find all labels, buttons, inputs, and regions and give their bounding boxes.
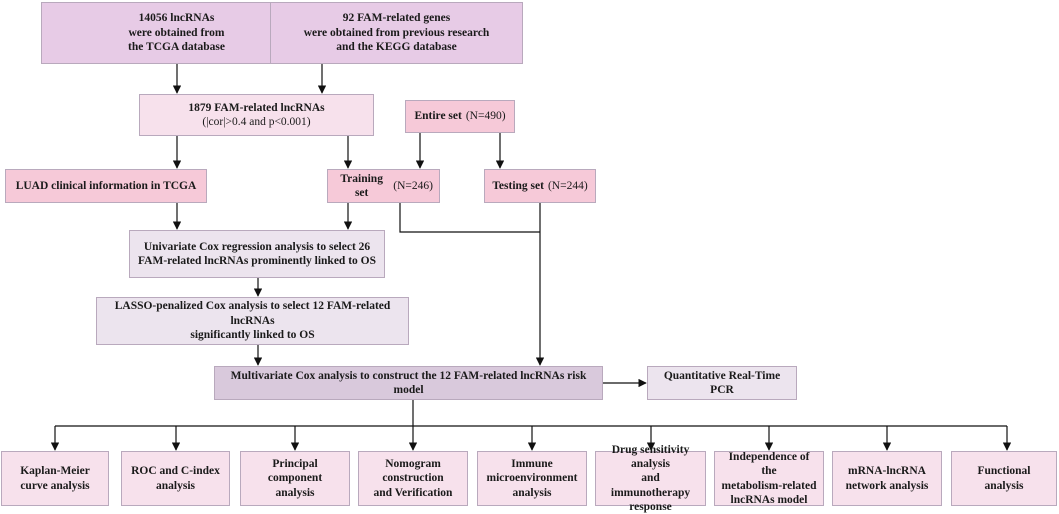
node-immune-line3: analysis: [512, 486, 552, 499]
node-mrna-line1: mRNA-lncRNA: [848, 465, 926, 478]
node-fam-lncrnas: 1879 FAM-related lncRNAs (|cor|>0.4 and …: [139, 94, 374, 136]
node-roc: ROC and C-index analysis: [121, 451, 230, 506]
node-fam-genes-line2: were obtained from previous research: [303, 26, 490, 39]
node-training-set-count: (N=246): [393, 179, 433, 192]
node-roc-line2: analysis: [156, 479, 195, 492]
node-km: Kaplan-Meier curve analysis: [1, 451, 109, 506]
node-pca-line2: analysis: [275, 486, 315, 499]
node-independence: Independence of the metabolism-related l…: [714, 451, 824, 506]
node-immune: Immune microenvironment analysis: [477, 451, 587, 506]
node-independence-line3: lncRNAs model: [730, 493, 808, 506]
node-nomogram: Nomogram construction and Verification: [358, 451, 468, 506]
node-km-line2: curve analysis: [20, 479, 90, 492]
node-fam-lncrnas-criteria: (|cor|>0.4 and p<0.001): [202, 116, 311, 128]
node-qpcr-label: Quantitative Real-Time PCR: [663, 369, 781, 396]
node-nomogram-line2: and Verification: [373, 486, 453, 499]
node-testing-set: Testing set (N=244): [484, 169, 596, 203]
node-entire-set-label: Entire set: [414, 110, 462, 123]
node-fam-genes-line1: 92 FAM-related genes: [342, 12, 451, 25]
node-entire-set: Entire set (N=490): [405, 100, 515, 133]
node-testing-set-label: Testing set: [492, 179, 544, 192]
node-multivariate: Multivariate Cox analysis to construct t…: [214, 366, 603, 400]
node-functional-line1: Functional: [977, 465, 1031, 478]
node-functional: Functional analysis: [951, 451, 1057, 506]
node-fam-lncrnas-title: 1879 FAM-related lncRNAs: [188, 101, 325, 114]
node-entire-set-count: (N=490): [465, 110, 506, 123]
node-training-set: Training set (N=246): [327, 169, 440, 203]
node-km-line1: Kaplan-Meier: [20, 465, 90, 478]
node-functional-line2: analysis: [984, 479, 1024, 492]
node-independence-line1: Independence of the: [728, 450, 810, 478]
node-mrna-line2: network analysis: [845, 479, 929, 492]
node-training-set-label: Training set: [340, 172, 383, 199]
node-luad-clinical: LUAD clinical information in TCGA: [5, 169, 207, 203]
node-testing-set-count: (N=244): [547, 179, 588, 192]
node-multivariate-label: Multivariate Cox analysis to construct t…: [230, 369, 587, 396]
node-roc-line1: ROC and C-index: [131, 465, 220, 478]
node-luad-clinical-label: LUAD clinical information in TCGA: [15, 179, 197, 192]
node-drug-line2: and immunotherapy: [610, 472, 691, 499]
node-drug-line3: response: [629, 501, 672, 514]
node-univariate: Univariate Cox regression analysis to se…: [129, 230, 385, 278]
node-mrna: mRNA-lncRNA network analysis: [832, 451, 942, 506]
node-pca-line1: Principal component: [267, 457, 323, 485]
node-immune-line1: Immune: [511, 457, 553, 470]
node-drug: Drug sensitivity analysis and immunother…: [595, 444, 706, 513]
node-lasso-line1: LASSO-penalized Cox analysis to select 1…: [114, 300, 391, 327]
node-lasso-line2: significantly linked to OS: [190, 329, 315, 342]
node-fam-genes-line3: and the KEGG database: [336, 41, 457, 54]
node-qpcr: Quantitative Real-Time PCR: [647, 366, 797, 400]
node-immune-line2: microenvironment: [486, 472, 578, 485]
node-lncrnas-tcga-line3: the TCGA database: [128, 41, 225, 54]
node-lncrnas-tcga-line1: 14056 lncRNAs: [138, 12, 215, 25]
node-lasso: LASSO-penalized Cox analysis to select 1…: [96, 297, 409, 345]
node-pca: Principal component analysis: [240, 451, 350, 506]
connector-training-testing: [399, 203, 540, 233]
node-univariate-line2: FAM-related lncRNAs prominently linked t…: [138, 255, 376, 267]
node-independence-line2: metabolism-related: [721, 479, 817, 492]
node-nomogram-line1: Nomogram construction: [382, 457, 444, 485]
node-lncrnas-tcga-line2: were obtained from: [128, 26, 225, 39]
node-lncrnas-tcga: 14056 lncRNAs were obtained from the TCG…: [41, 2, 312, 64]
node-univariate-line1: Univariate Cox regression analysis to se…: [143, 240, 371, 253]
node-fam-genes: 92 FAM-related genes were obtained from …: [270, 2, 523, 64]
node-drug-line1: Drug sensitivity analysis: [611, 443, 690, 470]
